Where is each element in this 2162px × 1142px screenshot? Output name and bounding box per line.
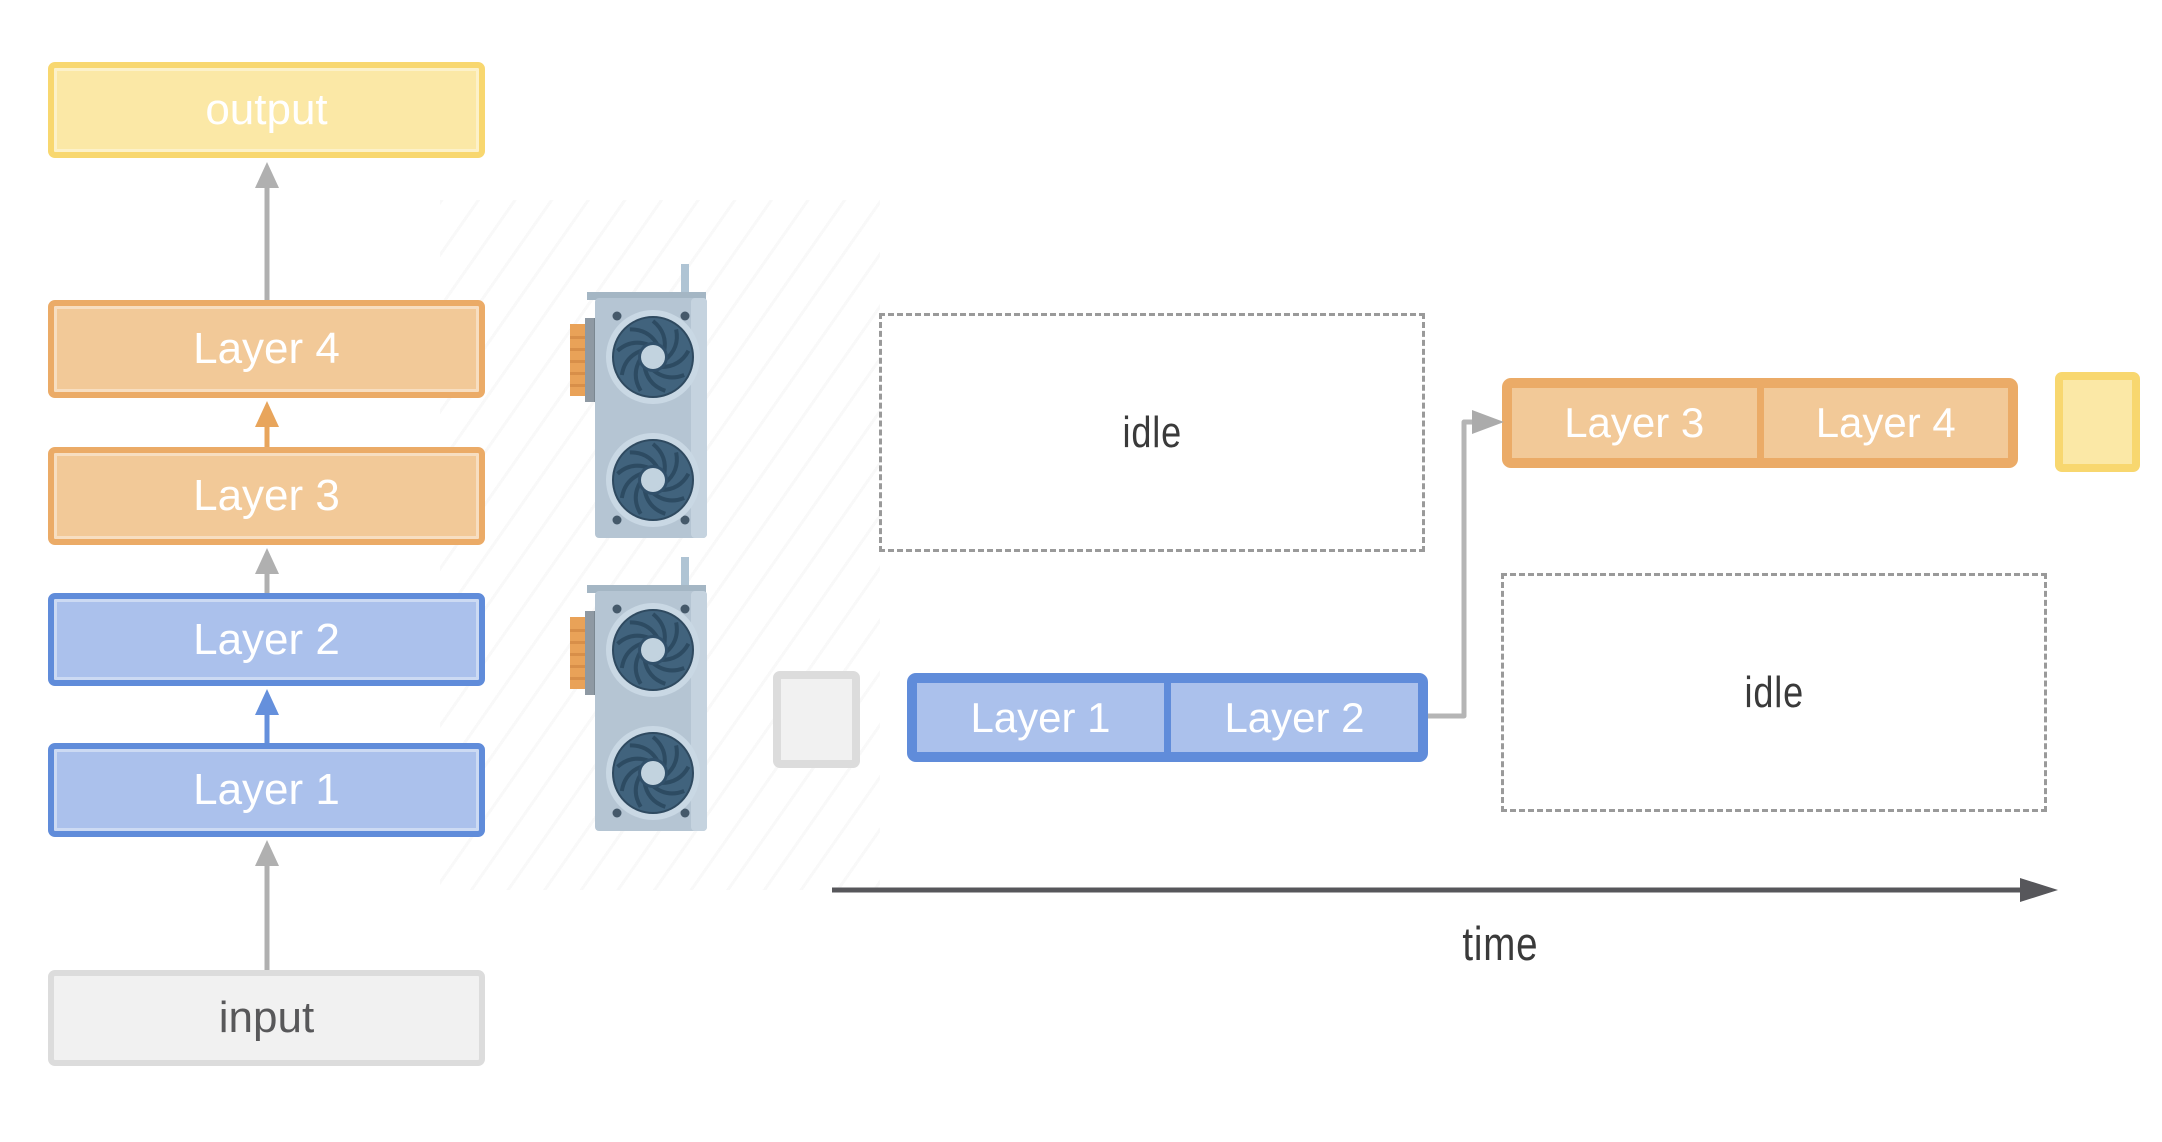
output-label: output <box>205 85 328 134</box>
segment-divider <box>1164 683 1171 752</box>
segment-label: Layer 1 <box>970 693 1111 741</box>
segment-label: Layer 3 <box>1564 399 1705 446</box>
layer2-label: Layer 2 <box>193 614 340 664</box>
layer1-label: Layer 1 <box>193 765 340 814</box>
gpu-stack <box>565 258 710 838</box>
segment-divider <box>1756 388 1764 458</box>
segment-label: Layer 2 <box>1224 693 1365 741</box>
arrow-up-icon <box>254 840 280 970</box>
gpu1-idle-box: idle <box>1501 573 2047 812</box>
output-box: output <box>48 62 485 158</box>
layer2-box: Layer 2 <box>48 593 485 686</box>
gpu-card-icon <box>570 264 707 538</box>
idle-label: idle <box>1744 667 1804 717</box>
arrow-up-icon <box>254 162 280 300</box>
arrow-up-icon <box>254 548 280 593</box>
timeline-segment-layer3: Layer 3 <box>1512 388 1757 458</box>
layer3-label: Layer 3 <box>193 471 340 520</box>
arrow-up-icon <box>254 689 280 743</box>
gpu1-execution-box: Layer 1 Layer 2 <box>907 673 1428 762</box>
pipeline-transfer-arrow <box>1428 410 1504 719</box>
gpu-card-icon <box>570 557 707 831</box>
time-axis-arrow <box>832 878 2058 902</box>
layer4-label: Layer 4 <box>193 324 340 373</box>
layer3-box: Layer 3 <box>48 447 485 545</box>
gpu2-execution-box: Layer 3 Layer 4 <box>1502 378 2018 468</box>
input-token <box>773 671 860 768</box>
timeline-segment-layer2: Layer 2 <box>1171 683 1418 752</box>
timeline-segment-layer4: Layer 4 <box>1764 388 2009 458</box>
gpu2-idle-box: idle <box>879 313 1425 552</box>
timeline-segment-layer1: Layer 1 <box>917 683 1164 752</box>
layer1-box: Layer 1 <box>48 743 485 837</box>
input-label: input <box>218 993 315 1042</box>
output-token <box>2055 372 2140 472</box>
arrow-up-icon <box>254 401 280 447</box>
idle-label: idle <box>1122 407 1182 457</box>
segment-label: Layer 4 <box>1815 399 1956 446</box>
input-box: input <box>48 970 485 1066</box>
layer4-box: Layer 4 <box>48 300 485 398</box>
time-axis-label: time <box>1461 917 1539 970</box>
